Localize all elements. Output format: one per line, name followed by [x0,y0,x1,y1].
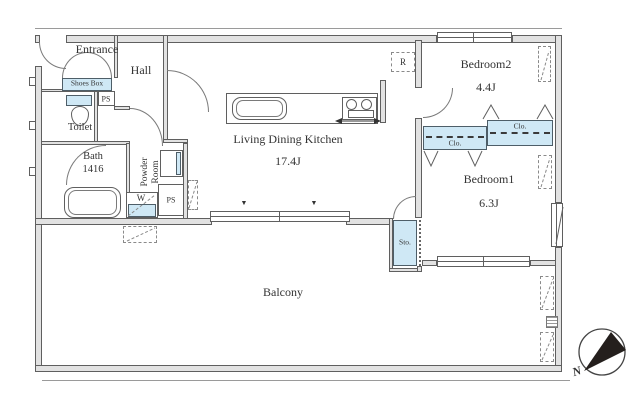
closet-bedroom1-label: Clo. [448,138,462,148]
kitchen-sink [232,97,287,120]
washer-label: W [136,192,146,203]
ac-unit-outline [540,332,554,362]
duct-bedroom1 [538,155,552,189]
bedroom1-opening-dashed [419,220,421,266]
building-outline-bottom [42,380,570,381]
room-label-bedroom2: Bedroom2 [460,57,512,72]
stove-burner [361,99,372,110]
wall-ldk-bedroom2 [415,40,422,88]
washbasin-bowl [176,152,181,175]
room-label-ldk: Living Dining Kitchen [233,132,343,147]
window-line [556,204,557,246]
pipe-space-dashed [188,180,198,210]
wall [163,139,188,143]
dashed-diagonals [126,50,554,361]
wall [66,35,437,43]
room-label-entrance: Entrance [75,42,119,57]
room-label-bath: Bath [83,150,103,162]
toilet-bowl [71,106,89,126]
meter-box-mark [29,77,36,86]
wall-bedroom1-bottom [530,260,556,266]
room-label-toilet: Toilet [67,121,93,133]
storage [393,220,417,266]
compass-icon [578,328,626,376]
wall-ldk-bedroom1 [415,118,422,218]
wall [555,35,562,203]
bedroom1-area-label: 6.3J [479,196,499,211]
wall-entrance-hall [114,35,118,78]
closet-pole [426,136,484,138]
pipe-space-top [98,91,115,106]
stove-grill [348,110,374,118]
meter-box-mark [29,121,36,130]
shoes-box [62,78,112,91]
folding-door-icon [423,103,554,168]
room-label-bedroom1: Bedroom1 [463,172,515,187]
toilet-tank [66,95,92,106]
room-label-powder-room: Powder Room [140,157,161,187]
ac-unit-outline [540,276,554,310]
room-label-balcony: Balcony [263,285,303,300]
window-mullion [483,257,484,266]
window-marker: ▼ [310,198,318,207]
kitchen-width-arrow [335,118,381,124]
wall-kitchen-right [380,80,386,123]
window-mullion [473,33,474,42]
storage-label: Sto. [399,237,411,247]
pipe-space-bottom [158,184,184,216]
window-mullion [279,212,280,221]
wall [35,365,562,372]
room-label-hall: Hall [130,63,152,78]
bath-size-label: 1416 [82,163,104,175]
drain-grille [546,316,558,328]
window-bedroom1-side [551,203,563,247]
window-flap-line [555,206,564,245]
window-marker: ▼ [240,198,248,207]
refrigerator-space [391,52,415,72]
corridor-line [35,28,562,29]
ps-bottom-label: PS [166,195,176,205]
closet-bedroom1 [423,126,487,150]
washer-pan [128,204,156,217]
bathtub-inner [68,190,117,215]
meter-box-mark [29,167,36,176]
wall [417,266,422,272]
kitchen-sink-inner [236,100,283,117]
wall [35,35,40,43]
bedroom2-area-label: 4.4J [476,80,496,95]
stove-burner [346,99,357,110]
fridge-label: R [399,56,407,67]
ldk-area-label: 17.4J [275,154,301,169]
ps-top-label: PS [101,94,111,104]
window-line [211,216,349,217]
closet-bedroom2-label: Clo. [513,121,527,131]
duct-bedroom2 [538,46,551,82]
window-line [438,37,511,38]
wall-bedroom1-bottom [422,260,437,266]
shoes-box-label: Shoes Box [70,78,104,88]
closet-pole [490,132,550,134]
ac-unit-outline [123,226,157,243]
